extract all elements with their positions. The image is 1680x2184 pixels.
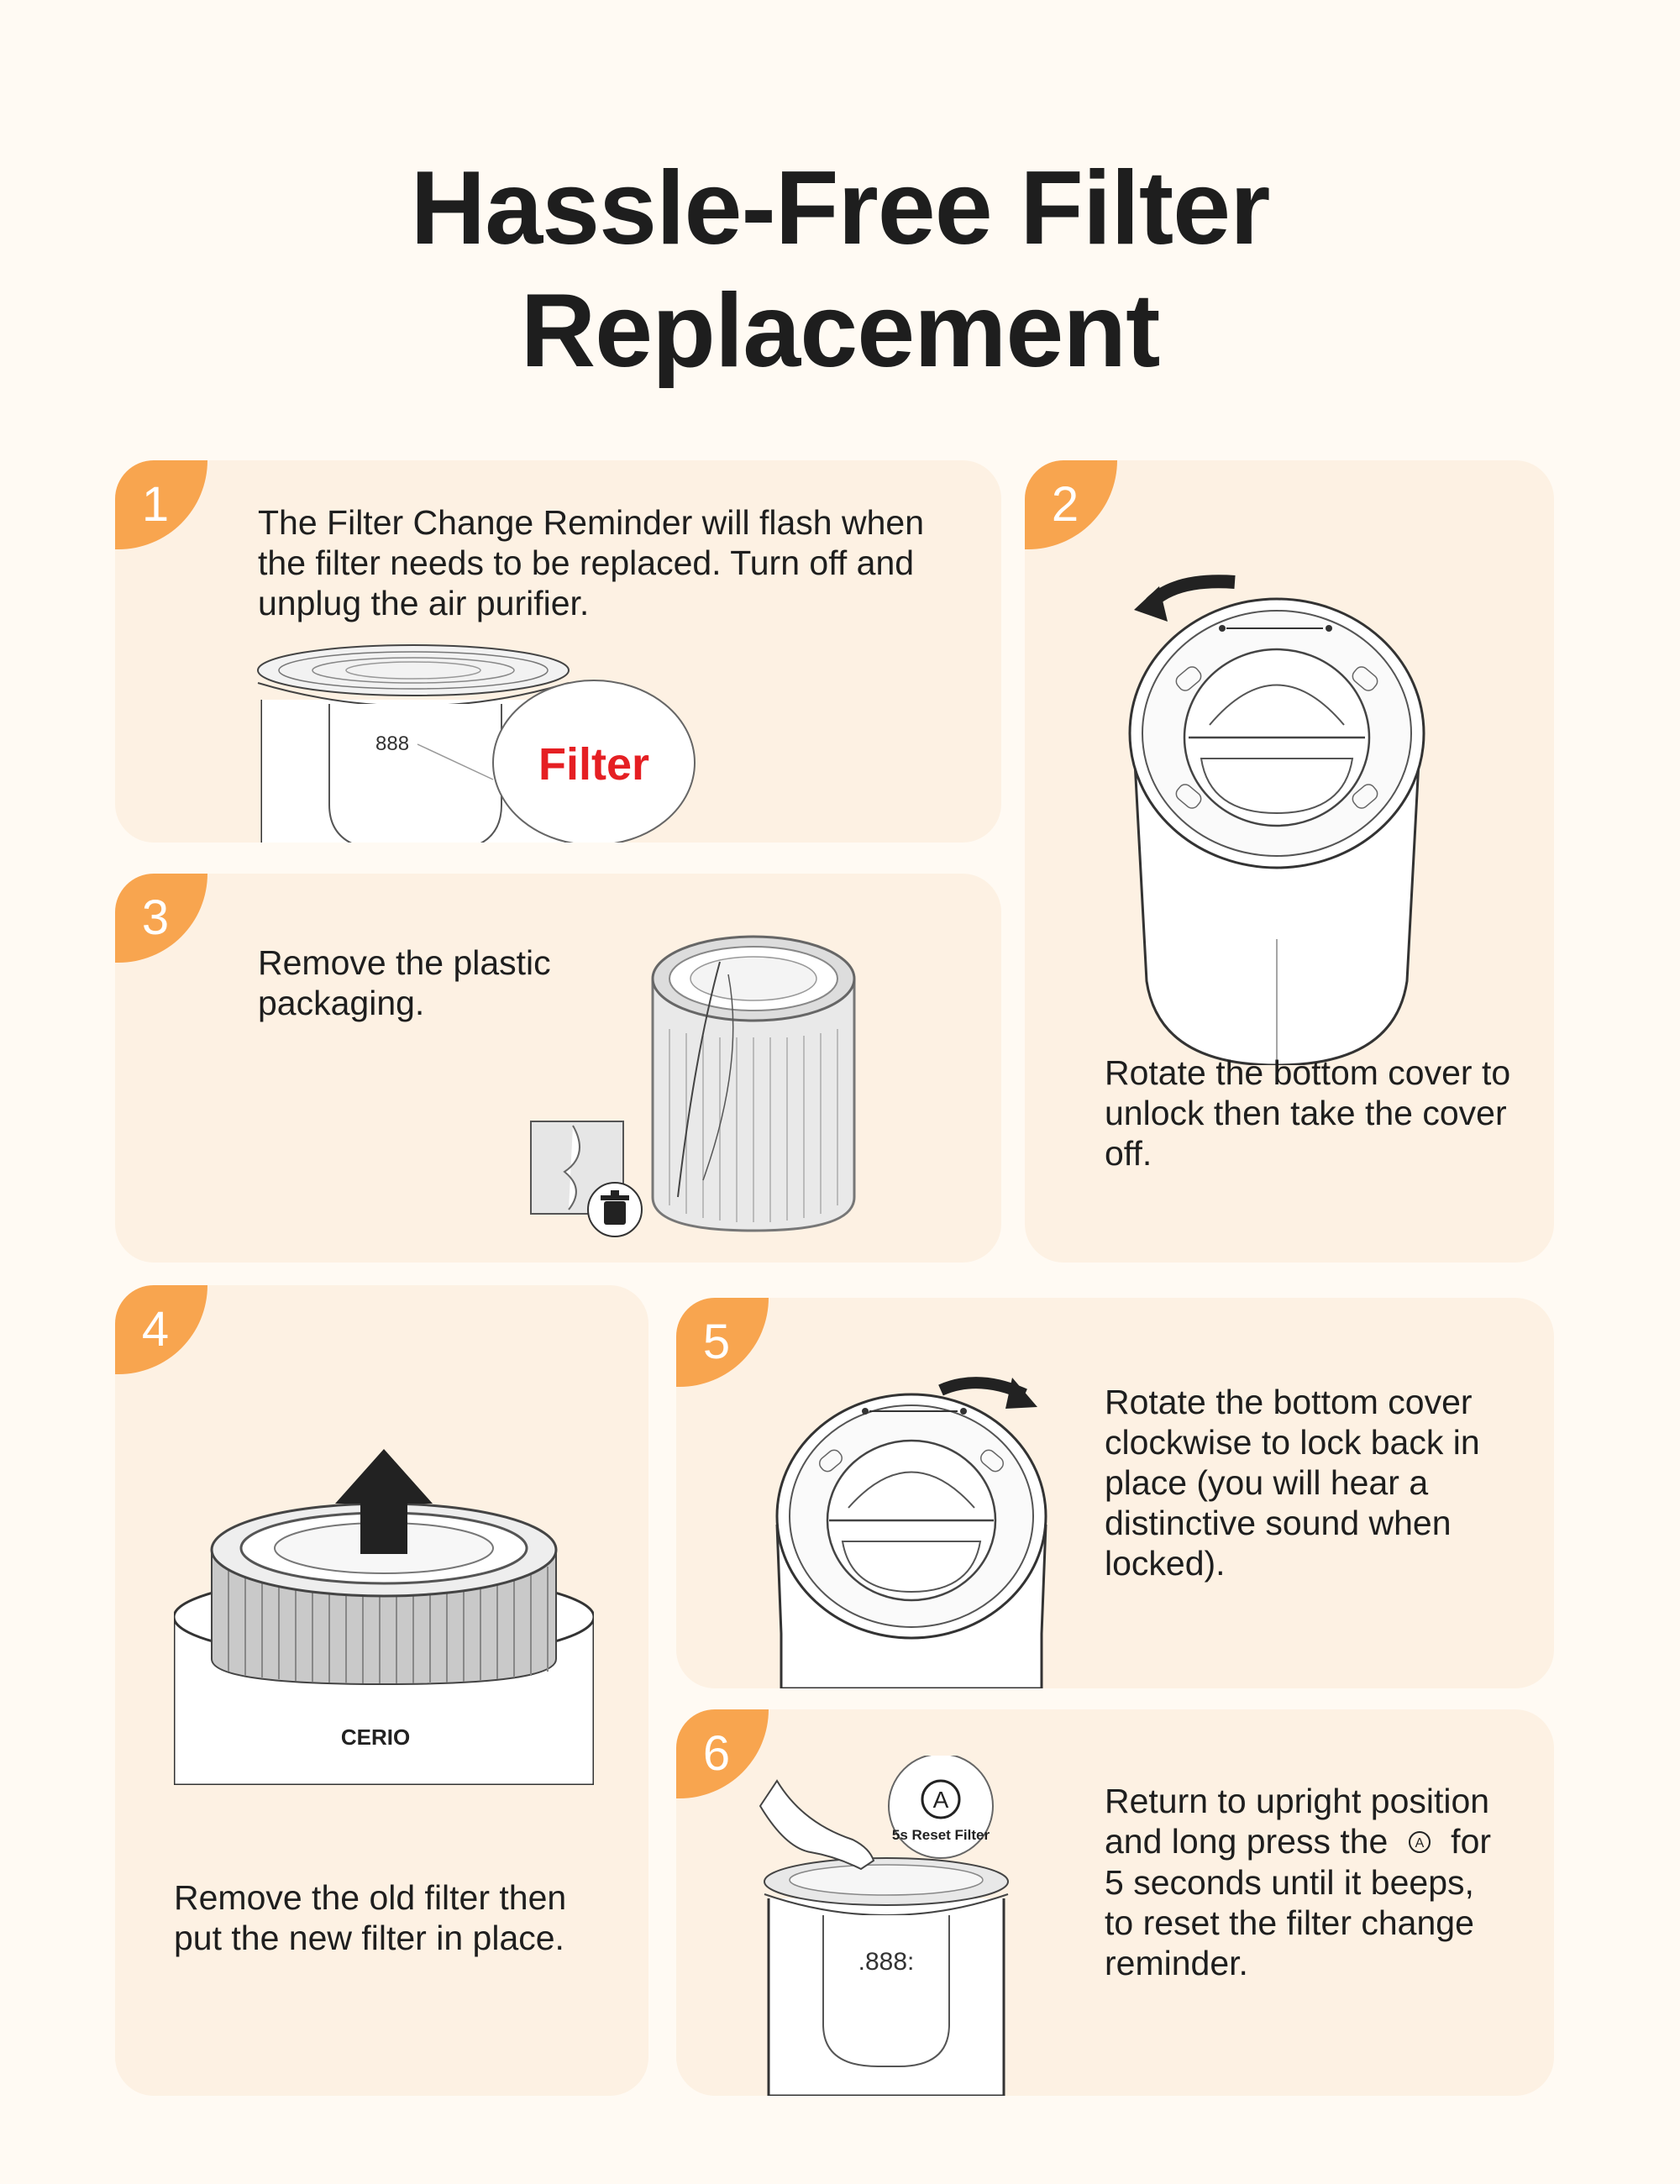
step-4-card: 4 CERIO Remove the old — [115, 1285, 648, 2096]
step-3-text: Remove the plastic packaging. — [258, 943, 551, 1022]
reset-button-letter: A — [933, 1787, 949, 1813]
page-title-line-1: Hassle-Free Filter — [410, 150, 1271, 266]
hand-icon — [759, 1779, 875, 1871]
step-5-text: Rotate the bottom cover clockwise to loc… — [1105, 1383, 1480, 1583]
purifier-bottom-cover-unlock-illustration — [1109, 544, 1462, 1065]
display-digits: .888: — [858, 1948, 915, 1976]
step-6-card: 6 .888: A 5s Reset Filter Return to upri… — [676, 1709, 1554, 2096]
step-2-card: 2 Rotate the bottom cover to unlock then… — [1025, 460, 1554, 1263]
step-4-text: Remove the old filter then put the new f… — [174, 1878, 567, 1957]
reset-button-icon — [921, 1779, 961, 1819]
step-3-card: 3 Remove the plastic packaging. — [115, 874, 1001, 1263]
step-5-number: 5 — [676, 1298, 769, 1387]
step-6-text: Return to upright position and long pres… — [1105, 1781, 1499, 1983]
brand-mark: CERIO — [341, 1725, 410, 1750]
inline-reset-button-letter: A — [1415, 1836, 1424, 1851]
step-4-number: 4 — [115, 1285, 207, 1374]
filter-callout-label: Filter — [538, 739, 649, 790]
step-1-text: The Filter Change Reminder will flash wh… — [258, 503, 925, 622]
step-1-number: 1 — [115, 460, 207, 549]
step-6-text-before: Return to upright position and long pres… — [1105, 1782, 1490, 1861]
step-6-text-after: for 5 seconds until it beeps, to reset t… — [1105, 1822, 1492, 1983]
step-1-card: 1 The Filter Change Reminder will flash … — [115, 460, 1001, 843]
filter-replacement-illustration: CERIO — [174, 1449, 594, 1785]
purifier-bottom-cover-lock-illustration — [760, 1357, 1063, 1688]
step-2-number: 2 — [1025, 460, 1117, 549]
lift-up-arrow-icon — [335, 1449, 433, 1554]
page-title-line-2: Replacement — [520, 273, 1161, 389]
rotate-counterclockwise-icon — [1146, 575, 1236, 608]
step-5-card: 5 Rotate the bottom cover clockwise to l… — [676, 1298, 1554, 1688]
reset-filter-press-illustration: .888: A 5s Reset Filter — [735, 1756, 1037, 2096]
inline-reset-button-icon: A — [1401, 1825, 1438, 1862]
filter-plastic-packaging-illustration — [527, 928, 905, 1239]
step-2-text: Rotate the bottom cover to unlock then t… — [1105, 1053, 1511, 1173]
page-title: Hassle-Free Filter Replacement — [0, 147, 1680, 392]
reset-button-ring-text: 5s Reset Filter — [892, 1827, 990, 1843]
step-3-number: 3 — [115, 874, 207, 963]
display-digits: 888 — [375, 732, 409, 755]
purifier-top-display-illustration: 888 Filter — [249, 637, 837, 843]
